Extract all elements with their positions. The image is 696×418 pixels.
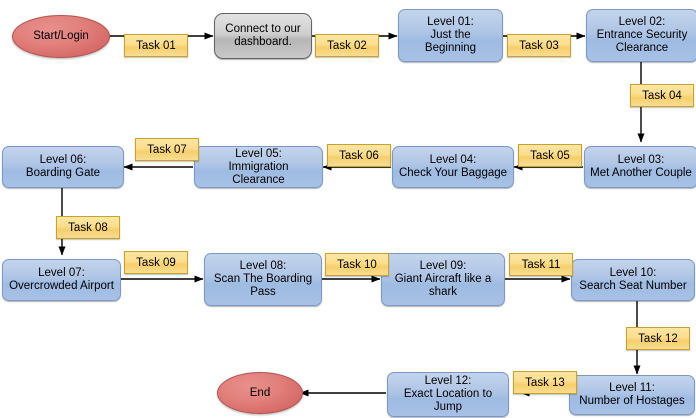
node-level-10-label: Level 10: Search Seat Number [579,267,687,292]
edge-label-task-02-text: Task 02 [327,39,367,52]
edge-label-task-11-text: Task 11 [521,258,561,271]
edge-label-task-06-text: Task 06 [339,149,379,162]
node-level-11[interactable]: Level 11: Number of Hostages [569,375,695,415]
node-level-08[interactable]: Level 08: Scan The Boarding Pass [204,253,322,306]
edge-label-task-11[interactable]: Task 11 [509,253,573,276]
edge-label-task-03[interactable]: Task 03 [507,34,571,57]
edge-label-task-05-text: Task 05 [530,149,570,162]
edge-label-task-06[interactable]: Task 06 [327,144,391,167]
edge-label-task-01-text: Task 01 [136,39,176,52]
node-level-11-label: Level 11: Number of Hostages [579,382,685,407]
edge-label-task-04-text: Task 04 [642,89,682,102]
node-level-07[interactable]: Level 07: Overcrowded Airport [2,259,121,301]
node-level-03-label: Level 03: Met Another Couple [590,154,692,179]
node-level-05-label: Level 05: Immigration Clearance [228,147,289,186]
edge-label-task-10-text: Task 10 [337,258,377,271]
node-level-09-label: Level 09: Giant Aircraft like a shark [394,260,492,298]
edge-label-task-07[interactable]: Task 07 [135,138,199,161]
node-level-01[interactable]: Level 01: Just the Beginning [398,9,503,62]
edge-label-task-10[interactable]: Task 10 [325,253,389,276]
node-connect-dashboard[interactable]: Connect to our dashboard. [214,13,312,59]
edge-label-task-13[interactable]: Task 13 [513,371,577,394]
node-level-10[interactable]: Level 10: Search Seat Number [571,259,695,301]
node-level-04[interactable]: Level 04: Check Your Baggage [392,146,514,188]
node-level-07-label: Level 07: Overcrowded Airport [9,267,114,292]
edge-label-task-13-text: Task 13 [525,376,565,389]
edge-label-task-12[interactable]: Task 12 [626,327,690,350]
edge-label-task-02[interactable]: Task 02 [315,34,379,57]
node-end[interactable]: End [217,372,303,414]
edge-label-task-07-text: Task 07 [147,143,187,156]
node-start[interactable]: Start/Login [12,15,110,58]
node-level-06[interactable]: Level 06: Boarding Gate [2,146,124,188]
edge-label-task-09[interactable]: Task 09 [124,251,188,274]
node-level-09[interactable]: Level 09: Giant Aircraft like a shark [381,253,505,306]
node-level-02-label: Level 02: Entrance Security Clearance [596,16,688,54]
node-end-label: End [249,386,271,399]
node-level-03[interactable]: Level 03: Met Another Couple [584,146,696,188]
node-level-12[interactable]: Level 12: Exact Location to Jump [387,372,509,417]
edge-label-task-04[interactable]: Task 04 [630,84,694,107]
edge-label-task-08[interactable]: Task 08 [56,216,120,239]
node-level-02[interactable]: Level 02: Entrance Security Clearance [586,9,696,62]
edge-label-task-12-text: Task 12 [638,332,678,345]
node-start-label: Start/Login [33,30,89,42]
node-level-01-label: Level 01: Just the Beginning [424,16,477,54]
node-connect-dashboard-label: Connect to our dashboard. [225,23,301,48]
node-level-08-label: Level 08: Scan The Boarding Pass [213,260,313,298]
edge-label-task-09-text: Task 09 [136,256,176,269]
edge-label-task-05[interactable]: Task 05 [518,144,582,167]
edge-label-task-03-text: Task 03 [519,39,559,52]
node-level-04-label: Level 04: Check Your Baggage [398,154,508,179]
node-level-06-label: Level 06: Boarding Gate [25,154,101,179]
node-level-12-label: Level 12: Exact Location to Jump [403,375,493,413]
node-level-05[interactable]: Level 05: Immigration Clearance [194,146,323,188]
edge-label-task-01[interactable]: Task 01 [124,34,188,57]
edge-label-task-08-text: Task 08 [68,221,108,234]
